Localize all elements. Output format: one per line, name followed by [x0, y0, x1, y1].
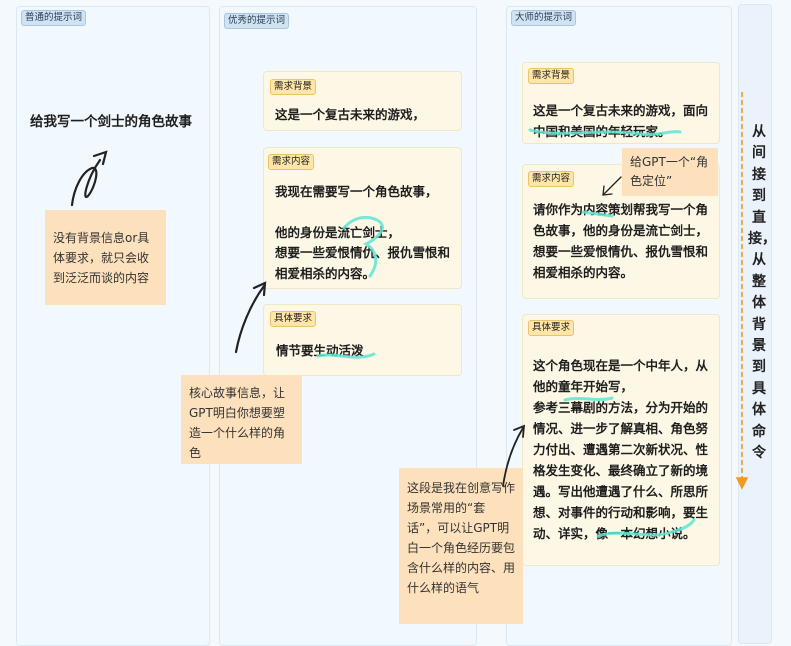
master-background-tag: 需求背景 — [528, 68, 575, 84]
highlight-strokes — [316, 128, 696, 538]
master-content-post: 帮我写一个角色故事，他的身份是流亡剑士，想要一些爱恨情仇、报仇雪恨和相爱相杀的内… — [533, 202, 709, 280]
excellent-requirement-pre: 情节要 — [276, 343, 314, 358]
excellent-note: 核心故事信息，让GPT明白你想要塑造一个什么样的角色 — [181, 375, 302, 464]
excellent-content-line2: 他的身份是流亡剑士， — [275, 222, 457, 243]
ordinary-prompt: 给我写一个剑士的角色故事 — [30, 114, 192, 130]
column-side — [738, 4, 772, 644]
excellent-arrow-icon — [234, 281, 267, 354]
excellent-requirement-tag: 具体要求 — [270, 311, 317, 327]
master-content-tag: 需求内容 — [528, 171, 575, 187]
master-gpt-note: 给GPT一个“角色定位” — [622, 148, 718, 196]
excellent-content-line3: 想要一些爱恨情仇、报仇雪恨和相爱相杀的内容。 — [275, 245, 451, 281]
excellent-content-line2-post: ， — [387, 225, 401, 240]
column-tag-ordinary: 普通的提示词 — [21, 10, 87, 26]
master-requirement-text2-pre: 参考 — [533, 400, 559, 415]
master-content-text: 请你作为内容策划帮我写一个角色故事，他的身份是流亡剑士，想要一些爱恨情仇、报仇雪… — [533, 199, 715, 283]
ordinary-arrow-icon — [70, 150, 108, 207]
excellent-background-text: 这是一个复古未来的游戏， — [275, 107, 426, 122]
column-tag-excellent: 优秀的提示词 — [224, 13, 290, 29]
master-note: 这段是我在创意写作场景常用的“套话”，可以让GPT明白一个角色经历要包含什么样的… — [399, 468, 523, 624]
ordinary-note: 没有背景信息or具体要求，就只会收到泛泛而谈的内容 — [45, 210, 166, 305]
gpt-note-arrow-icon — [602, 176, 622, 196]
excellent-content-line1: 我现在需要写一个角色故事， — [275, 184, 438, 199]
excellent-background-tag: 需求背景 — [270, 79, 317, 95]
master-requirement-card — [523, 315, 719, 565]
excellent-content-highlight: 流亡剑士 — [337, 225, 388, 240]
master-content-pre: 请你作为 — [533, 202, 584, 217]
master-requirement-tag: 具体要求 — [528, 320, 575, 336]
column-tag-master: 大师的提示词 — [511, 10, 577, 26]
column-ordinary — [16, 6, 210, 646]
excellent-content-line2-pre: 他的身份是 — [275, 225, 338, 240]
master-requirement-highlight: 三幕剧 — [558, 400, 596, 415]
side-arrow-icon — [735, 92, 749, 490]
side-label: 从间接到直接，从整体背景到具体命令 — [748, 124, 776, 462]
master-requirement-text2-post: 的方法，分为开始的情况、进一步了解真相、角色努力付出、遭遇第二次新状况、性格发生… — [533, 400, 709, 541]
excellent-content-tag: 需求内容 — [268, 154, 315, 170]
master-requirement-text1: 这个角色现在是一个中年人，从他的童年开始写， — [533, 358, 709, 394]
master-arrow-icon — [502, 424, 526, 487]
